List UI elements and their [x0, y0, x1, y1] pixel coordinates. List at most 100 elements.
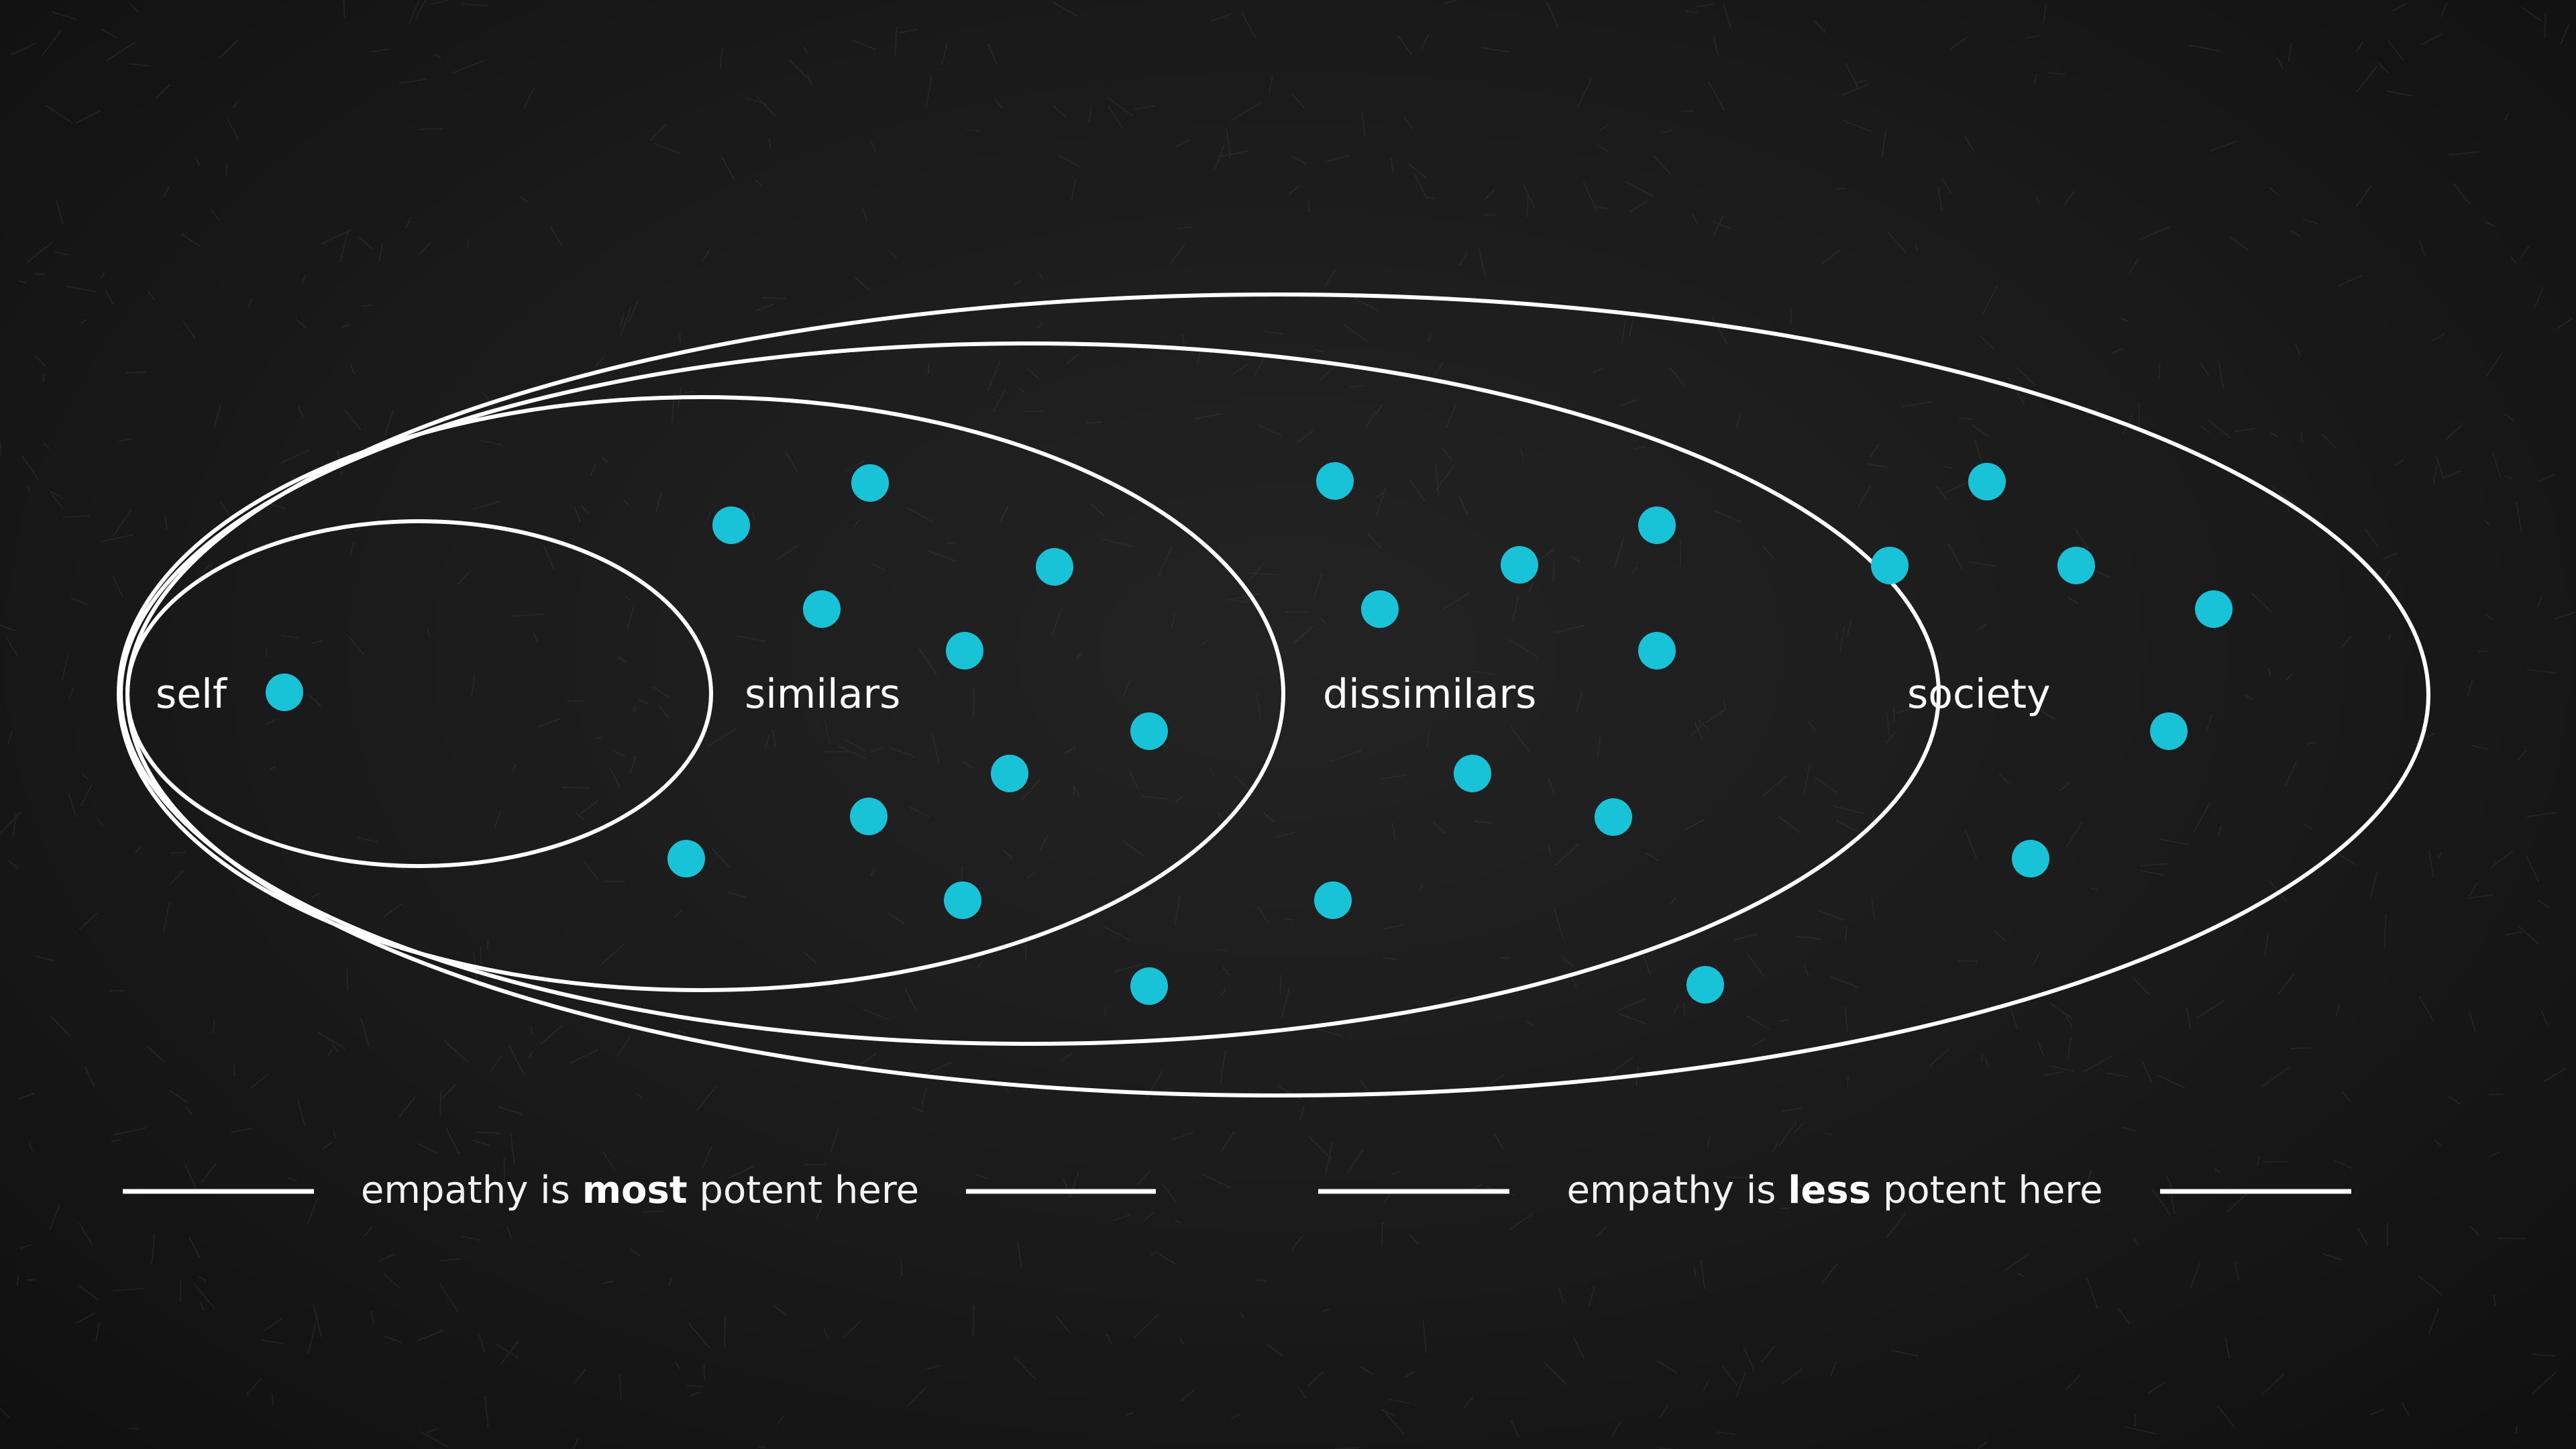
texture-fiber: [2086, 1277, 2098, 1309]
texture-fiber: [1226, 128, 1231, 158]
texture-fiber: [802, 46, 809, 54]
texture-fiber: [445, 1128, 460, 1155]
texture-fiber: [2428, 1307, 2440, 1335]
texture-fiber: [62, 515, 91, 519]
texture-fiber: [1413, 172, 1428, 199]
texture-fiber: [1817, 909, 1844, 921]
texture-fiber: [1835, 633, 1838, 641]
texture-fiber: [2544, 13, 2546, 39]
texture-fiber: [1214, 144, 1225, 170]
texture-fiber: [830, 1128, 839, 1152]
dot: [1638, 632, 1676, 669]
texture-fiber: [1871, 898, 1876, 920]
texture-fiber: [1887, 231, 1908, 254]
texture-fiber: [1803, 964, 1810, 977]
texture-fiber: [426, 1427, 439, 1434]
texture-fiber: [754, 178, 764, 188]
texture-fiber: [1150, 1251, 1160, 1256]
texture-fiber: [2271, 486, 2296, 506]
texture-fiber: [1324, 269, 1336, 288]
texture-fiber: [2517, 750, 2527, 761]
texture-fiber: [61, 654, 69, 681]
texture-fiber: [2214, 1168, 2222, 1174]
texture-fiber: [439, 1090, 442, 1116]
texture-fiber: [416, 1330, 443, 1342]
texture-fiber: [2170, 1193, 2176, 1214]
texture-fiber: [1807, 720, 1816, 731]
dots-society: [1871, 463, 2233, 877]
texture-fiber: [2128, 258, 2139, 274]
texture-fiber: [1949, 36, 1968, 50]
texture-fiber: [574, 507, 581, 523]
texture-fiber: [853, 519, 861, 528]
texture-fiber: [1980, 335, 1995, 350]
texture-fiber: [478, 1334, 485, 1353]
texture-fiber: [384, 409, 394, 437]
texture-fiber: [719, 47, 723, 68]
texture-fiber: [271, 1394, 274, 1407]
texture-fiber: [262, 1340, 284, 1345]
texture-fiber: [1297, 430, 1314, 443]
texture-fiber: [2276, 57, 2284, 69]
texture-fiber: [2416, 733, 2435, 742]
texture-fiber: [926, 1061, 953, 1075]
texture-fiber: [1845, 63, 1860, 90]
texture-fiber: [2491, 451, 2502, 479]
texture-fiber: [147, 290, 156, 301]
texture-fiber: [50, 1016, 70, 1036]
dot: [1314, 881, 1352, 919]
texture-fiber: [2431, 333, 2445, 342]
texture-fiber: [1347, 1148, 1364, 1174]
texture-fiber: [1444, 0, 1458, 4]
texture-fiber: [163, 902, 170, 932]
texture-fiber: [383, 903, 402, 918]
texture-fiber: [1776, 814, 1802, 835]
texture-fiber: [1673, 1004, 1680, 1014]
texture-fiber: [966, 129, 979, 132]
texture-fiber: [1435, 464, 1440, 497]
texture-fiber: [1114, 963, 1144, 973]
texture-fiber: [2196, 999, 2225, 1019]
texture-fiber: [727, 891, 747, 898]
caption-most-potent: empathy is most potent here: [322, 1164, 958, 1218]
texture-fiber: [1881, 129, 1887, 158]
texture-fiber: [45, 105, 73, 124]
texture-fiber: [771, 729, 777, 747]
texture-fiber: [1381, 774, 1406, 780]
texture-fiber: [594, 356, 605, 368]
texture-fiber: [430, 0, 449, 5]
dot: [1595, 798, 1632, 836]
texture-fiber: [264, 718, 276, 727]
texture-fiber: [1279, 974, 1282, 994]
texture-fiber: [1839, 626, 1845, 652]
texture-fiber: [510, 1133, 515, 1165]
texture-fiber: [1943, 466, 1953, 469]
texture-fiber: [2193, 803, 2210, 833]
dot: [850, 798, 888, 835]
texture-fiber: [1631, 566, 1638, 575]
texture-fiber: [2064, 1374, 2081, 1391]
texture-fiber: [1058, 154, 1080, 168]
dot: [2195, 590, 2233, 628]
texture-fiber: [1354, 298, 1379, 312]
texture-fiber: [78, 913, 98, 930]
texture-fiber: [1595, 205, 1609, 209]
texture-fiber: [1735, 413, 1742, 429]
texture-fiber: [7, 859, 19, 869]
texture-fiber: [796, 684, 798, 692]
texture-fiber: [776, 545, 798, 561]
texture-fiber: [65, 285, 97, 292]
texture-fiber: [993, 388, 1006, 413]
texture-fiber: [214, 404, 222, 427]
texture-fiber: [2532, 1371, 2557, 1395]
texture-fiber: [227, 118, 239, 140]
dot: [946, 632, 983, 669]
texture-fiber: [1526, 195, 1529, 218]
texture-fiber: [2288, 43, 2292, 62]
texture-fiber: [179, 1279, 182, 1302]
texture-fiber: [1162, 1183, 1177, 1202]
texture-fiber: [1141, 795, 1169, 800]
texture-fiber: [601, 1150, 615, 1170]
texture-fiber: [1314, 348, 1325, 354]
texture-fiber: [1001, 848, 1014, 860]
